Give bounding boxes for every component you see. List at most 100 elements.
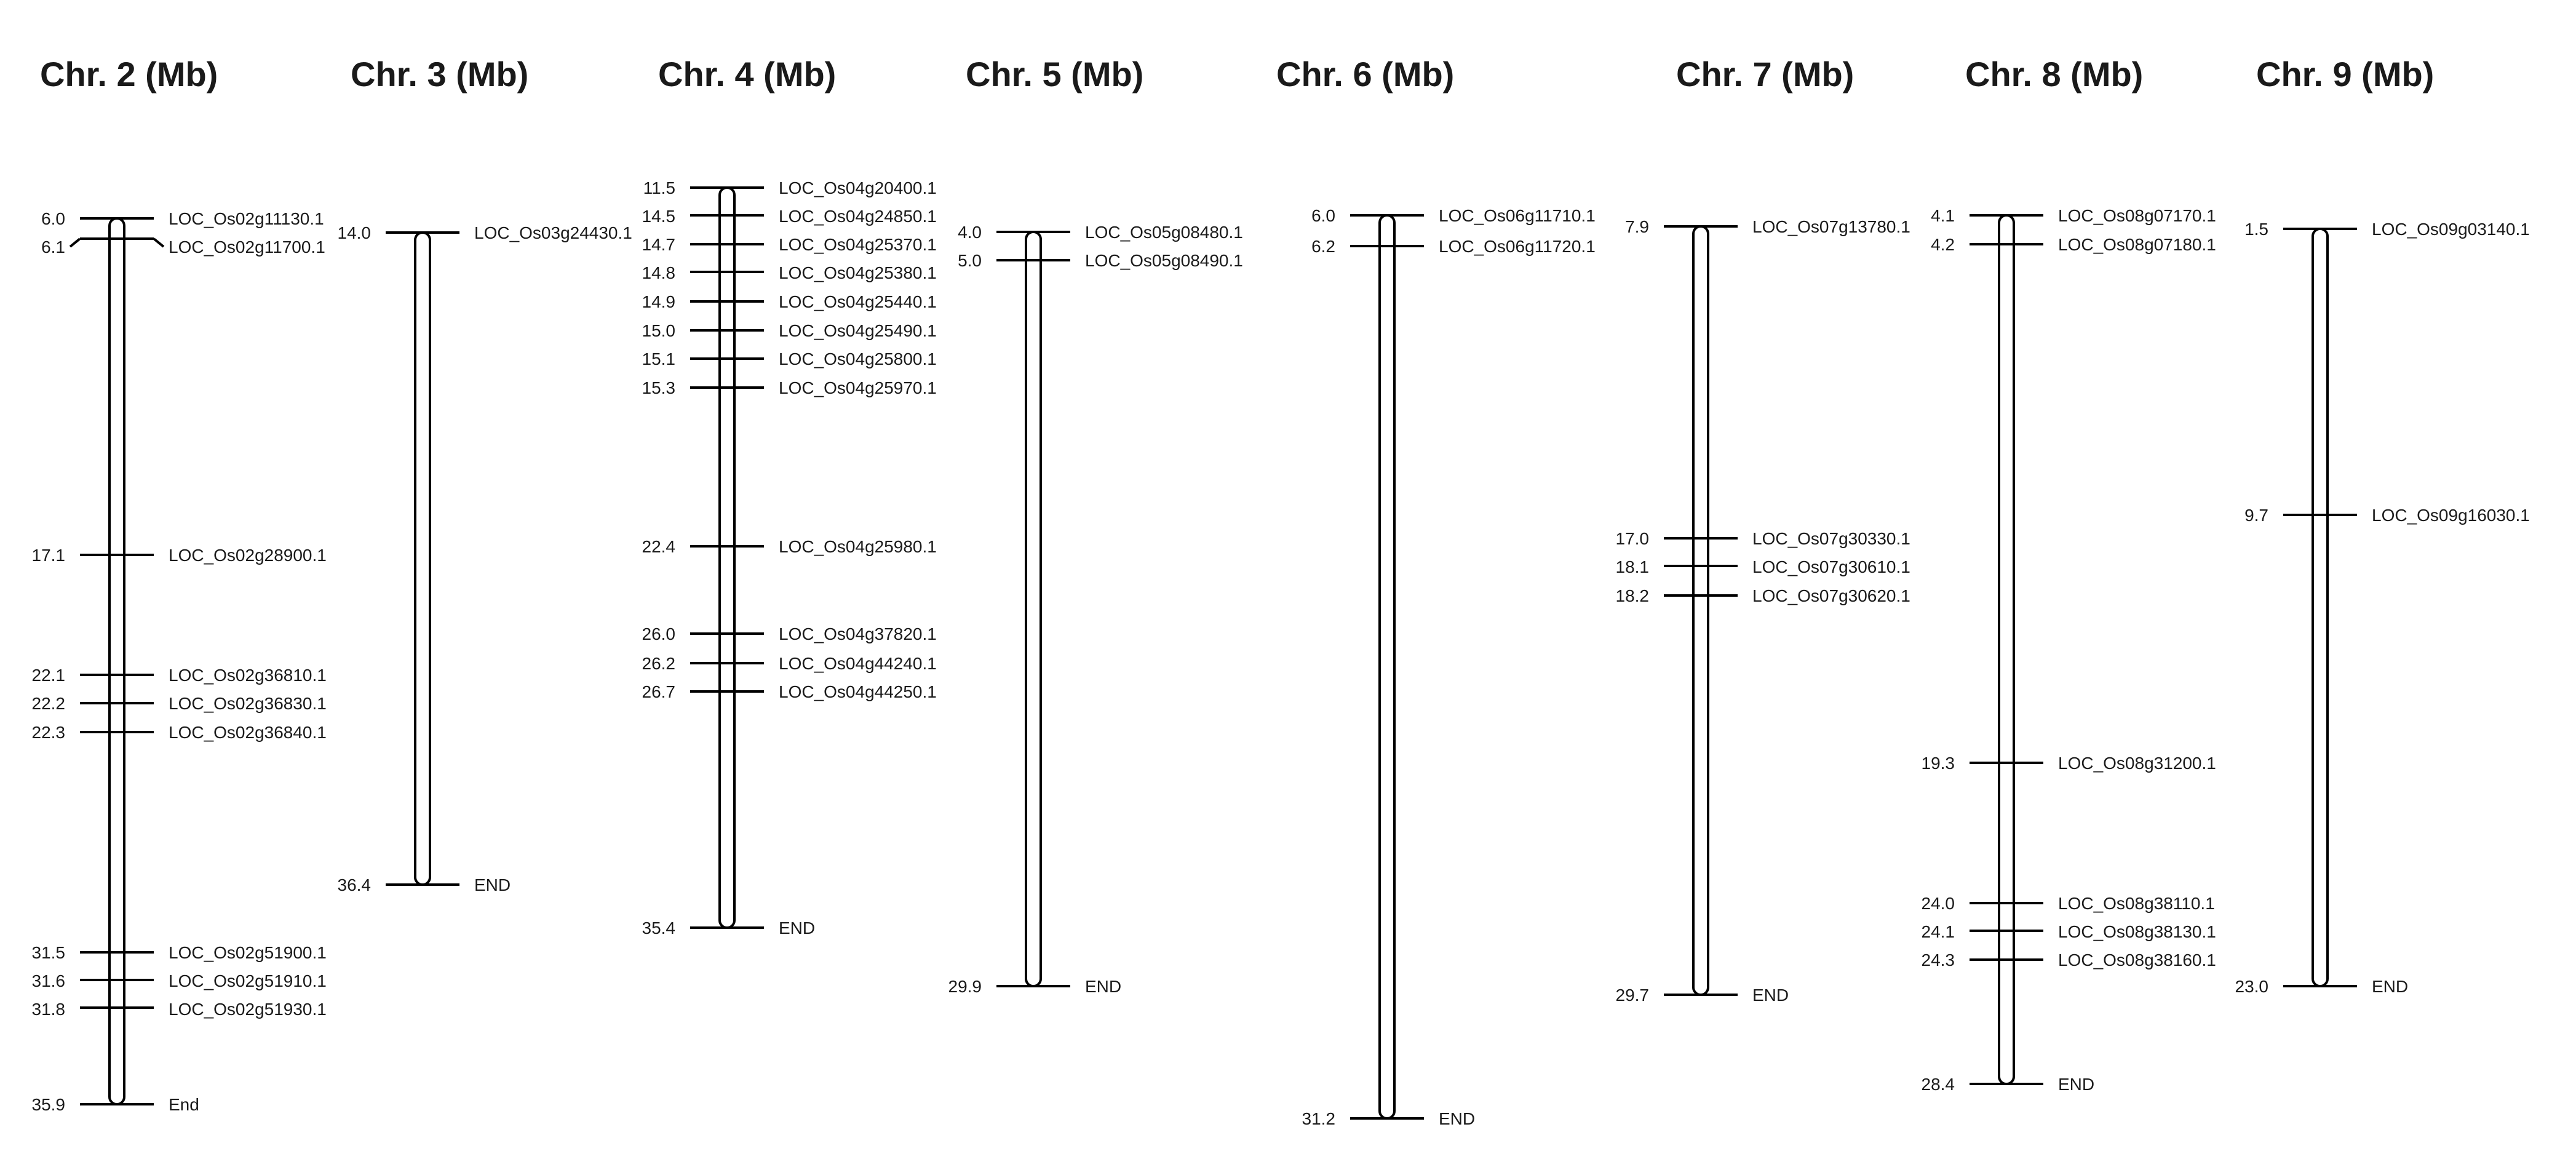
marker-gene-label: LOC_Os02g36810.1 [169,666,327,685]
marker-gene-label: LOC_Os09g16030.1 [2372,506,2530,525]
marker-position: 28.4 [1922,1075,1955,1094]
marker-position: 6.1 [41,237,65,257]
marker-gene-label: LOC_Os06g11720.1 [1439,237,1596,256]
marker-gene-label: LOC_Os02g36830.1 [169,694,327,713]
marker-gene-label: END [2372,977,2408,996]
marker-position: 19.3 [1922,754,1955,773]
marker-gene-label: END [2058,1075,2094,1094]
marker-position: 31.5 [32,943,66,962]
marker-position: 15.0 [642,321,676,340]
marker-gene-label: LOC_Os08g38130.1 [2058,922,2216,941]
marker-position: 24.3 [1922,950,1955,970]
marker-position: 9.7 [2244,506,2268,525]
marker-position: 15.1 [642,349,676,368]
marker-gene-label: END [1752,986,1789,1005]
marker-gene-label: LOC_Os02g36840.1 [169,723,327,742]
chromosome-bar [414,231,431,886]
chromosome-bar [1025,231,1042,987]
marker-position: 14.9 [642,292,676,311]
marker-gene-label: LOC_Os08g38110.1 [2058,894,2215,913]
marker-gene-label: LOC_Os04g25490.1 [779,321,937,340]
marker-gene-label: LOC_Os07g30620.1 [1752,586,1910,605]
chromosome-bar [1692,225,1709,996]
marker-position: 6.2 [1311,237,1335,256]
marker-position: 29.9 [948,977,982,996]
marker-position: 14.5 [642,207,676,226]
marker-gene-label: END [779,918,815,938]
marker-position: 23.0 [2235,977,2269,996]
marker-gene-label: LOC_Os04g25440.1 [779,292,937,311]
marker-position: 15.3 [642,378,676,397]
marker-position: 14.0 [338,223,372,242]
marker-gene-label: LOC_Os08g31200.1 [2058,754,2216,773]
marker-position: 29.7 [1616,986,1650,1005]
marker-position: 22.4 [642,537,676,556]
marker-position: 26.7 [642,682,676,701]
chromosome-title: Chr. 6 (Mb) [1276,55,1454,94]
marker-position: 31.2 [1302,1109,1336,1128]
marker-gene-label: LOC_Os06g11710.1 [1439,206,1596,225]
marker-gene-label: LOC_Os02g51910.1 [169,971,327,990]
marker-connector [69,237,81,248]
marker-position: 26.2 [642,654,676,673]
marker-gene-label: LOC_Os04g24850.1 [779,207,937,226]
marker-gene-label: END [1439,1109,1475,1128]
marker-gene-label: LOC_Os04g44250.1 [779,682,937,701]
marker-position: 24.1 [1922,922,1955,941]
chromosome-title: Chr. 8 (Mb) [1965,55,2143,94]
marker-position: 4.1 [1931,206,1955,225]
marker-position: 18.1 [1616,557,1650,576]
marker-gene-label: LOC_Os07g30610.1 [1752,557,1910,576]
marker-position: 14.7 [642,235,676,254]
marker-position: 1.5 [2244,220,2268,239]
marker-position: 11.5 [643,178,675,197]
marker-gene-label: LOC_Os04g25370.1 [779,235,937,254]
marker-position: 14.8 [642,263,676,282]
marker-position: 18.2 [1616,586,1650,605]
marker-gene-label: LOC_Os03g24430.1 [474,223,632,242]
marker-position: 22.2 [32,694,66,713]
marker-gene-label: END [1085,977,1121,996]
marker-gene-label: LOC_Os04g44240.1 [779,654,937,673]
marker-position: 24.0 [1922,894,1955,913]
marker-position: 4.2 [1931,235,1955,254]
marker-position: 22.1 [32,666,66,685]
marker-position: 6.0 [1311,206,1335,225]
chromosome-bar [1378,214,1396,1120]
marker-gene-label: LOC_Os05g08480.1 [1085,223,1243,242]
chromosome-title: Chr. 4 (Mb) [658,55,836,94]
marker-position: 26.0 [642,624,676,643]
marker-position: 35.9 [32,1095,66,1114]
marker-position: 17.1 [32,546,66,565]
marker-gene-label: LOC_Os04g20400.1 [779,178,937,197]
marker-position: 31.8 [32,1000,66,1019]
marker-gene-label: LOC_Os02g11130.1 [169,209,324,228]
marker-position: 6.0 [41,209,65,228]
chromosome-6: Chr. 6 (Mb) 6.0 LOC_Os06g11710.1 6.2 LOC_Os0… [1276,55,1596,1128]
marker-gene-label: LOC_Os04g25800.1 [779,349,937,368]
marker-gene-label: LOC_Os02g51900.1 [169,943,327,962]
marker-gene-label: LOC_Os04g25980.1 [779,537,937,556]
marker-gene-label: LOC_Os07g30330.1 [1752,529,1910,548]
marker-connector [153,237,165,248]
marker-gene-label: LOC_Os08g38160.1 [2058,950,2216,970]
chromosome-bar [1998,214,2015,1085]
marker-gene-label: LOC_Os07g13780.1 [1752,217,1910,236]
chromosome-bar [2312,228,2329,987]
marker-position: 17.0 [1616,529,1650,548]
marker-gene-label: LOC_Os04g25970.1 [779,378,937,397]
marker-position: 4.0 [958,223,982,242]
marker-gene-label: LOC_Os09g03140.1 [2372,220,2530,239]
marker-gene-label: LOC_Os02g51930.1 [169,1000,327,1019]
chromosome-bar [718,186,736,929]
marker-position: 31.6 [32,971,66,990]
marker-gene-label: LOC_Os08g07170.1 [2058,206,2216,225]
